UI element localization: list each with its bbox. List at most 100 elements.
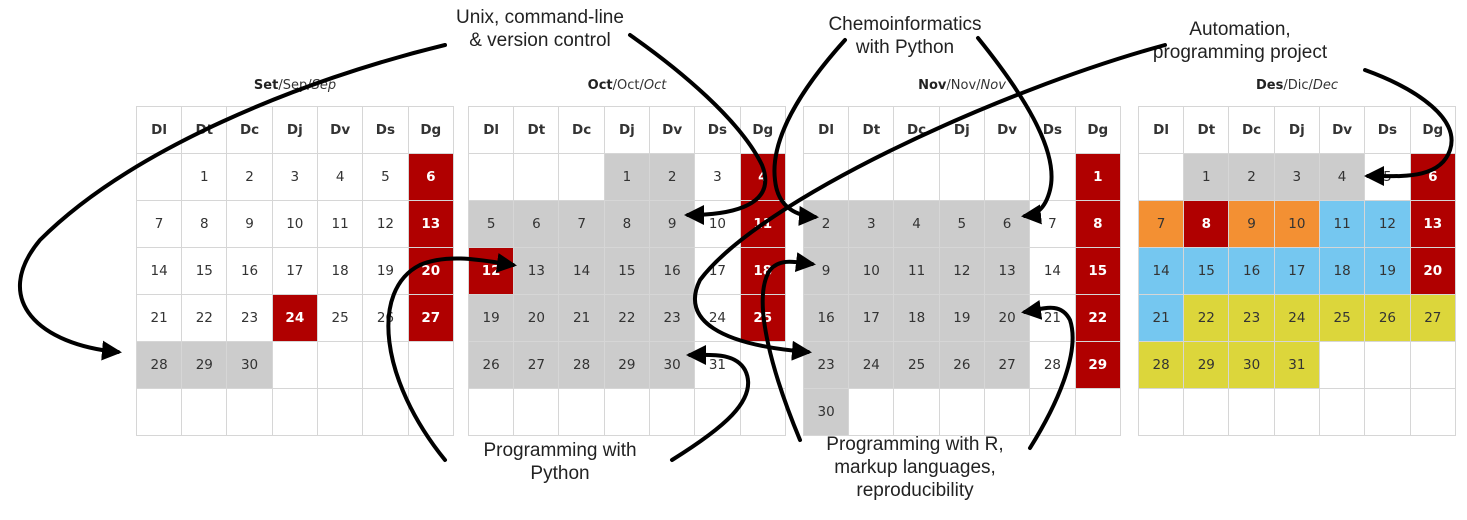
day-cell[interactable]: 16 [226, 247, 273, 295]
day-cell[interactable]: 27 [1409, 294, 1457, 342]
day-cell[interactable]: 17 [848, 294, 895, 342]
day-cell[interactable]: 29 [1183, 341, 1230, 389]
day-cell[interactable]: 15 [1074, 247, 1122, 295]
day-cell[interactable]: 11 [739, 200, 787, 248]
day-cell[interactable]: 21 [135, 294, 183, 342]
day-cell[interactable]: 17 [694, 247, 741, 295]
day-cell[interactable]: 2 [802, 200, 850, 248]
day-cell[interactable]: 17 [1273, 247, 1320, 295]
day-cell[interactable]: 4 [893, 200, 940, 248]
day-cell[interactable]: 9 [226, 200, 273, 248]
day-cell[interactable]: 5 [467, 200, 515, 248]
day-cell[interactable]: 18 [1318, 247, 1366, 295]
day-cell[interactable]: 7 [558, 200, 605, 248]
day-cell[interactable]: 6 [983, 200, 1031, 248]
day-cell[interactable]: 1 [181, 153, 228, 201]
day-cell[interactable]: 3 [694, 153, 741, 201]
day-cell[interactable]: 5 [1364, 153, 1411, 201]
day-cell[interactable]: 24 [848, 341, 895, 389]
day-cell[interactable]: 26 [467, 341, 515, 389]
day-cell[interactable]: 23 [802, 341, 850, 389]
day-cell[interactable]: 24 [694, 294, 741, 342]
day-cell[interactable]: 21 [558, 294, 605, 342]
day-cell[interactable]: 13 [1409, 200, 1457, 248]
day-cell[interactable]: 15 [181, 247, 228, 295]
day-cell[interactable]: 6 [407, 153, 455, 201]
day-cell[interactable]: 15 [603, 247, 650, 295]
day-cell[interactable]: 8 [603, 200, 650, 248]
day-cell[interactable]: 10 [694, 200, 741, 248]
day-cell[interactable]: 25 [739, 294, 787, 342]
day-cell[interactable]: 2 [226, 153, 273, 201]
day-cell[interactable]: 7 [1029, 200, 1076, 248]
day-cell[interactable]: 20 [1409, 247, 1457, 295]
day-cell[interactable]: 11 [1318, 200, 1366, 248]
day-cell[interactable]: 27 [407, 294, 455, 342]
day-cell[interactable]: 26 [938, 341, 985, 389]
day-cell[interactable]: 22 [603, 294, 650, 342]
day-cell[interactable]: 13 [983, 247, 1031, 295]
day-cell[interactable]: 15 [1183, 247, 1230, 295]
day-cell[interactable]: 9 [802, 247, 850, 295]
day-cell[interactable]: 6 [1409, 153, 1457, 201]
day-cell[interactable]: 29 [603, 341, 650, 389]
day-cell[interactable]: 22 [1074, 294, 1122, 342]
day-cell[interactable]: 16 [648, 247, 696, 295]
day-cell[interactable]: 19 [938, 294, 985, 342]
day-cell[interactable]: 18 [893, 294, 940, 342]
day-cell[interactable]: 13 [513, 247, 560, 295]
day-cell[interactable]: 22 [1183, 294, 1230, 342]
day-cell[interactable]: 26 [1364, 294, 1411, 342]
day-cell[interactable]: 12 [362, 200, 409, 248]
day-cell[interactable]: 14 [1029, 247, 1076, 295]
day-cell[interactable]: 17 [271, 247, 318, 295]
day-cell[interactable]: 24 [271, 294, 318, 342]
day-cell[interactable]: 1 [603, 153, 650, 201]
day-cell[interactable]: 9 [648, 200, 696, 248]
day-cell[interactable]: 29 [181, 341, 228, 389]
day-cell[interactable]: 6 [513, 200, 560, 248]
day-cell[interactable]: 31 [1273, 341, 1320, 389]
day-cell[interactable]: 25 [893, 341, 940, 389]
day-cell[interactable]: 3 [271, 153, 318, 201]
day-cell[interactable]: 27 [983, 341, 1031, 389]
day-cell[interactable]: 31 [694, 341, 741, 389]
day-cell[interactable]: 3 [848, 200, 895, 248]
day-cell[interactable]: 7 [135, 200, 183, 248]
day-cell[interactable]: 26 [362, 294, 409, 342]
day-cell[interactable]: 20 [513, 294, 560, 342]
day-cell[interactable]: 16 [1228, 247, 1275, 295]
day-cell[interactable]: 12 [938, 247, 985, 295]
day-cell[interactable]: 3 [1273, 153, 1320, 201]
day-cell[interactable]: 14 [1137, 247, 1185, 295]
day-cell[interactable]: 30 [226, 341, 273, 389]
day-cell[interactable]: 25 [316, 294, 364, 342]
day-cell[interactable]: 19 [1364, 247, 1411, 295]
day-cell[interactable]: 10 [271, 200, 318, 248]
day-cell[interactable]: 23 [1228, 294, 1275, 342]
day-cell[interactable]: 12 [467, 247, 515, 295]
day-cell[interactable]: 30 [648, 341, 696, 389]
day-cell[interactable]: 13 [407, 200, 455, 248]
day-cell[interactable]: 5 [362, 153, 409, 201]
day-cell[interactable]: 14 [558, 247, 605, 295]
day-cell[interactable]: 20 [983, 294, 1031, 342]
day-cell[interactable]: 12 [1364, 200, 1411, 248]
day-cell[interactable]: 1 [1183, 153, 1230, 201]
day-cell[interactable]: 10 [1273, 200, 1320, 248]
day-cell[interactable]: 22 [181, 294, 228, 342]
day-cell[interactable]: 9 [1228, 200, 1275, 248]
day-cell[interactable]: 29 [1074, 341, 1122, 389]
day-cell[interactable]: 18 [739, 247, 787, 295]
day-cell[interactable]: 24 [1273, 294, 1320, 342]
day-cell[interactable]: 30 [802, 388, 850, 436]
day-cell[interactable]: 8 [181, 200, 228, 248]
day-cell[interactable]: 18 [316, 247, 364, 295]
day-cell[interactable]: 23 [648, 294, 696, 342]
day-cell[interactable]: 21 [1137, 294, 1185, 342]
day-cell[interactable]: 27 [513, 341, 560, 389]
day-cell[interactable]: 1 [1074, 153, 1122, 201]
day-cell[interactable]: 11 [893, 247, 940, 295]
day-cell[interactable]: 7 [1137, 200, 1185, 248]
day-cell[interactable]: 28 [558, 341, 605, 389]
